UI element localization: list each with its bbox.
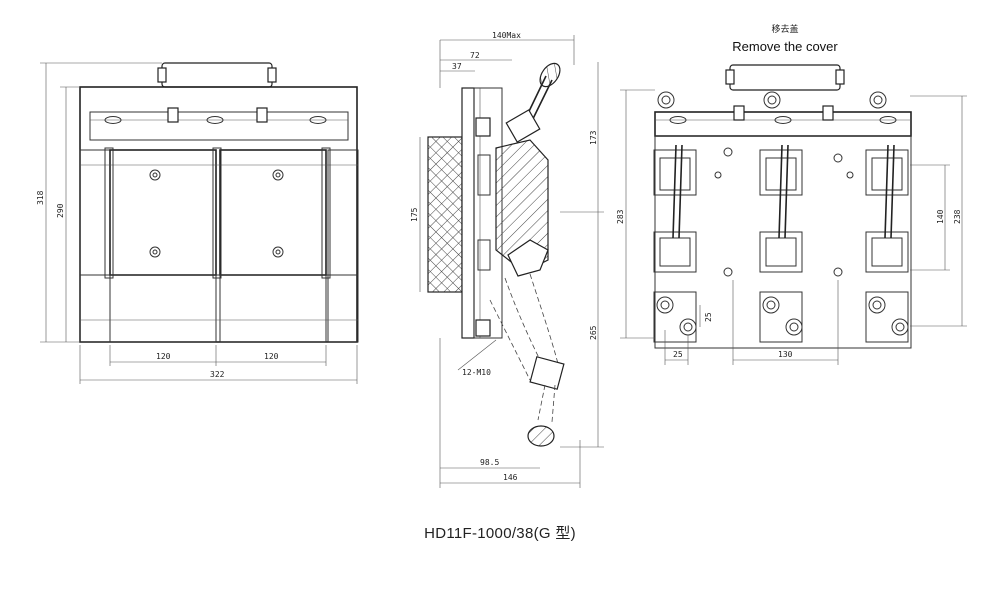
side-handle-open <box>527 425 555 447</box>
dim-238: 238 <box>953 209 962 224</box>
dim-max-depth: 140Max <box>492 31 521 40</box>
dim-140: 140 <box>936 209 945 224</box>
dim-173: 173 <box>589 130 598 145</box>
dim-146: 146 <box>503 473 518 482</box>
dim-37: 37 <box>452 62 462 71</box>
front-top-bar <box>89 111 349 141</box>
dim-inner-height: 290 <box>56 203 65 218</box>
front-panel-right <box>219 149 327 276</box>
dim-175: 175 <box>410 207 419 222</box>
dim-265: 265 <box>589 325 598 340</box>
dim-overall-height: 318 <box>36 190 45 205</box>
dim-25-vertical: 25 <box>704 312 713 322</box>
front-panel-left <box>109 149 217 276</box>
rear-phase-3 <box>865 144 909 343</box>
rear-cover-handle <box>729 64 841 91</box>
dim-283: 283 <box>616 209 625 224</box>
front-handle <box>161 62 273 88</box>
rear-view: 283 140 238 25 25 130 <box>616 64 967 365</box>
front-view: 318 290 120 120 322 <box>36 62 359 384</box>
dim-overall-width: 322 <box>210 370 225 379</box>
dim-130: 130 <box>778 350 793 359</box>
cover-note-chinese: 移去盖 <box>771 25 799 35</box>
rear-body-plate <box>654 135 912 349</box>
dim-pitch-left: 120 <box>156 352 171 361</box>
side-handle-grip <box>539 62 561 88</box>
rear-phase-1 <box>653 144 697 343</box>
side-view: 140Max 72 37 173 175 265 12-M10 98.5 146 <box>410 31 604 488</box>
model-caption: HD11F-1000/38(G 型) <box>424 525 576 542</box>
dim-25-horizontal: 25 <box>673 350 683 359</box>
rear-phase-2 <box>759 144 803 343</box>
dim-pitch-right: 120 <box>264 352 279 361</box>
side-blade <box>495 139 549 273</box>
dim-72: 72 <box>470 51 480 60</box>
cover-note-english: Remove the cover <box>732 39 838 54</box>
side-handle-mid <box>529 356 565 390</box>
dim-bolt: 12-M10 <box>462 368 491 377</box>
front-outer-frame <box>79 86 358 343</box>
side-mounting-plate <box>461 87 475 339</box>
dim-98: 98.5 <box>480 458 499 467</box>
